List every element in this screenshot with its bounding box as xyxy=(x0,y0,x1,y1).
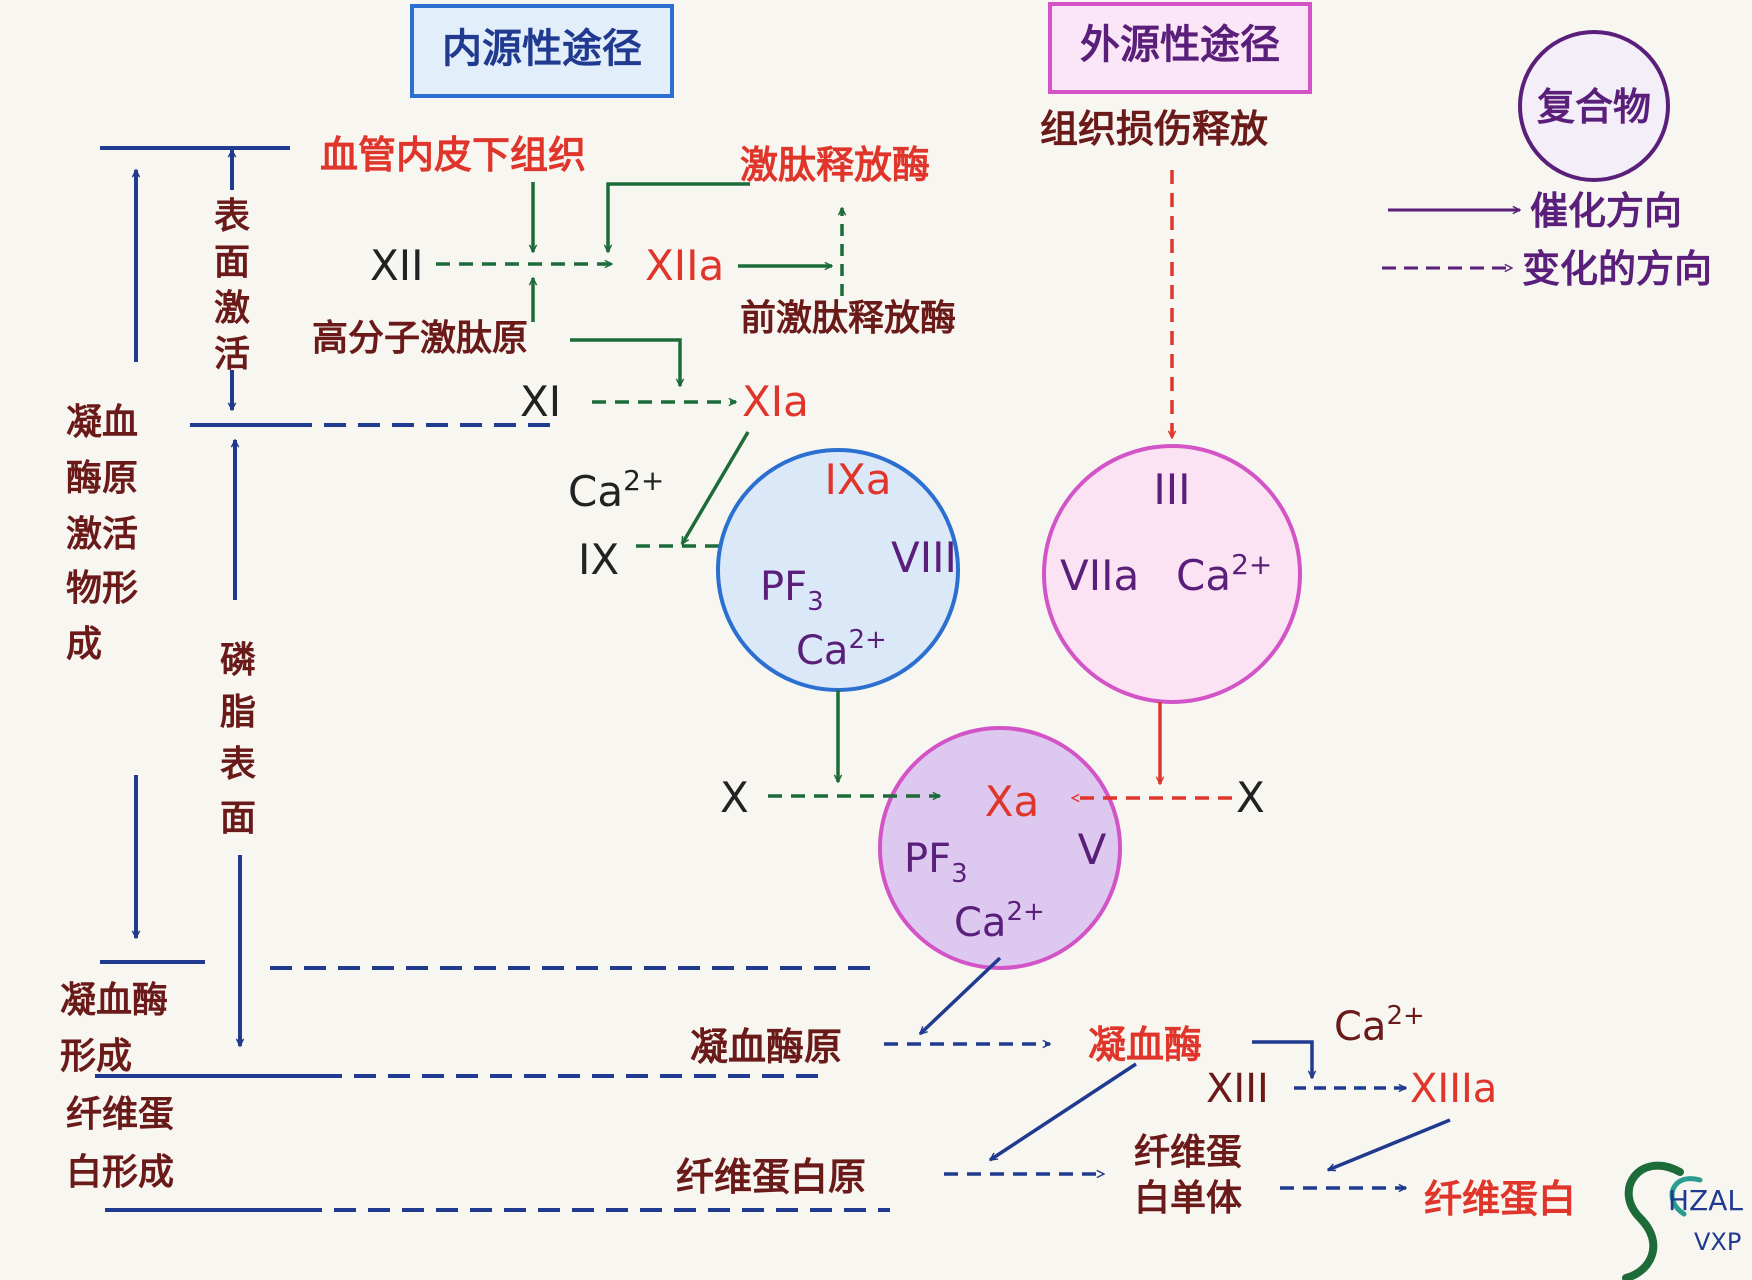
phospholipid-surface-char: 面 xyxy=(220,797,256,839)
factor-xiia-label: XIIa xyxy=(645,241,724,290)
subendothelium-label: 血管内皮下组织 xyxy=(320,132,586,177)
calcium-ion-label: Ca2+ xyxy=(568,464,664,516)
extrinsic-pathway: 组织损伤释放 xyxy=(1040,106,1268,438)
surface-activation-char: 活 xyxy=(214,333,250,375)
left-stage-brackets xyxy=(95,146,890,1212)
watermark-text-bottom: VXP xyxy=(1694,1228,1741,1256)
fibrin-formation-label: 纤维蛋 xyxy=(66,1093,174,1135)
fibrin-label: 纤维蛋白 xyxy=(1424,1176,1576,1221)
xa-complex-circle xyxy=(878,726,1122,970)
extrinsic-pathway-title: 外源性途径 xyxy=(1080,21,1280,68)
legend-complex-icon xyxy=(1518,30,1670,182)
factor-iii-label: III xyxy=(1153,465,1190,514)
left-labels: 表 面 激 活 凝血 酶原 激活 物形 成 磷 脂 表 面 凝血酶 形成 纤维蛋… xyxy=(60,195,256,1193)
factor-viii-label: VIII xyxy=(891,533,957,582)
factor-xiiia-label: XIIIa xyxy=(1410,1066,1497,1112)
fibrin-monomer-label: 纤维蛋 xyxy=(1134,1131,1242,1173)
phospholipid-surface-char: 表 xyxy=(220,743,256,785)
prothrombin-activator-label: 物形 xyxy=(66,567,138,609)
factor-ix-label: IX xyxy=(578,535,619,584)
fibrin-formation-label: 白形成 xyxy=(66,1151,174,1193)
arrow-xia-catalysis xyxy=(680,431,750,544)
iii-complex-circle xyxy=(1042,444,1302,704)
arrow-kallikrein-feedback xyxy=(608,182,750,252)
intrinsic-pathway-header: 内源性途径 xyxy=(410,4,674,98)
prothrombin-activator-label: 激活 xyxy=(66,513,138,555)
thrombin-formation-label: 凝血酶 xyxy=(60,979,168,1021)
prothrombin-activator-label: 成 xyxy=(66,623,102,665)
arrow-thrombin-catalysis xyxy=(990,1062,1137,1162)
common-calcium-label: Ca2+ xyxy=(1334,1001,1425,1050)
arrow-hmwk-to-xia xyxy=(570,338,680,386)
factor-xia-label: XIa xyxy=(742,377,809,426)
factor-x-intrinsic-label: X xyxy=(720,773,749,822)
common-pathway: 凝血酶原 凝血酶 Ca2+ XIII XIIIa 纤维蛋白原 纤维蛋 白单体 纤… xyxy=(676,956,1576,1221)
legend: 复合物 催化方向 变化的方向 xyxy=(1382,30,1712,291)
thrombin-formation-label: 形成 xyxy=(60,1035,132,1077)
ixa-complex: IXa VIII PF3 Ca2+ xyxy=(716,448,960,692)
factor-x-extrinsic-label: X xyxy=(1236,773,1265,822)
legend-complex-label: 复合物 xyxy=(1537,84,1651,129)
xa-calcium-label: Ca2+ xyxy=(954,897,1045,946)
prothrombin-activator-label: 凝血 xyxy=(66,401,138,443)
watermark-text-top: HZAL xyxy=(1668,1184,1743,1217)
legend-change-label: 变化的方向 xyxy=(1522,246,1712,291)
extrinsic-pathway-header: 外源性途径 xyxy=(1048,2,1312,94)
tissue-release-label: 组织损伤释放 xyxy=(1040,106,1268,151)
iii-calcium-label: Ca2+ xyxy=(1176,548,1272,600)
prothrombin-activator-label: 酶原 xyxy=(66,457,138,499)
hmwk-label: 高分子激肽原 xyxy=(312,317,528,359)
fibrinogen-label: 纤维蛋白原 xyxy=(676,1154,866,1199)
factor-xa-label: Xa xyxy=(985,777,1040,826)
surface-activation-char: 面 xyxy=(214,241,250,283)
fibrin-monomer-label: 白单体 xyxy=(1134,1177,1242,1219)
factor-xi-label: XI xyxy=(520,377,561,426)
surface-activation-char: 激 xyxy=(214,287,250,329)
factor-xii-label: XII xyxy=(370,241,424,290)
phospholipid-surface-char: 脂 xyxy=(220,691,256,733)
thrombin-label: 凝血酶 xyxy=(1088,1022,1202,1067)
arrow-thrombin-to-xiii xyxy=(1252,1040,1312,1078)
iii-viia-complex: III VIIa Ca2+ xyxy=(1042,444,1302,704)
arrow-xa-catalysis xyxy=(918,956,1002,1036)
factor-v-label: V xyxy=(1078,825,1107,874)
prekallikrein-label: 前激肽释放酶 xyxy=(740,297,956,339)
arrow-xiiia-catalysis xyxy=(1328,1118,1451,1172)
intrinsic-pathway-title: 内源性途径 xyxy=(442,25,642,72)
xa-pf3-label: PF3 xyxy=(904,836,968,889)
pf3-label: PF3 xyxy=(760,564,824,617)
legend-catalysis-label: 催化方向 xyxy=(1530,188,1682,233)
prothrombin-label: 凝血酶原 xyxy=(690,1024,842,1069)
watermark-logo: HZAL VXP xyxy=(1622,1161,1743,1280)
ixa-calcium-label: Ca2+ xyxy=(796,625,887,674)
phospholipid-surface-char: 磷 xyxy=(220,639,256,681)
factor-ixa-label: IXa xyxy=(825,455,892,504)
intrinsic-pathway: 血管内皮下组织 激肽释放酶 前激肽释放酶 高分子激肽原 XII XIIa XI … xyxy=(312,132,956,584)
xa-complex: Xa V PF3 Ca2+ xyxy=(878,726,1122,970)
factor-viia-label: VIIa xyxy=(1060,551,1139,600)
kallikrein-label: 激肽释放酶 xyxy=(740,142,930,187)
surface-activation-char: 表 xyxy=(214,195,250,237)
factor-xiii-label: XIII xyxy=(1206,1066,1269,1112)
